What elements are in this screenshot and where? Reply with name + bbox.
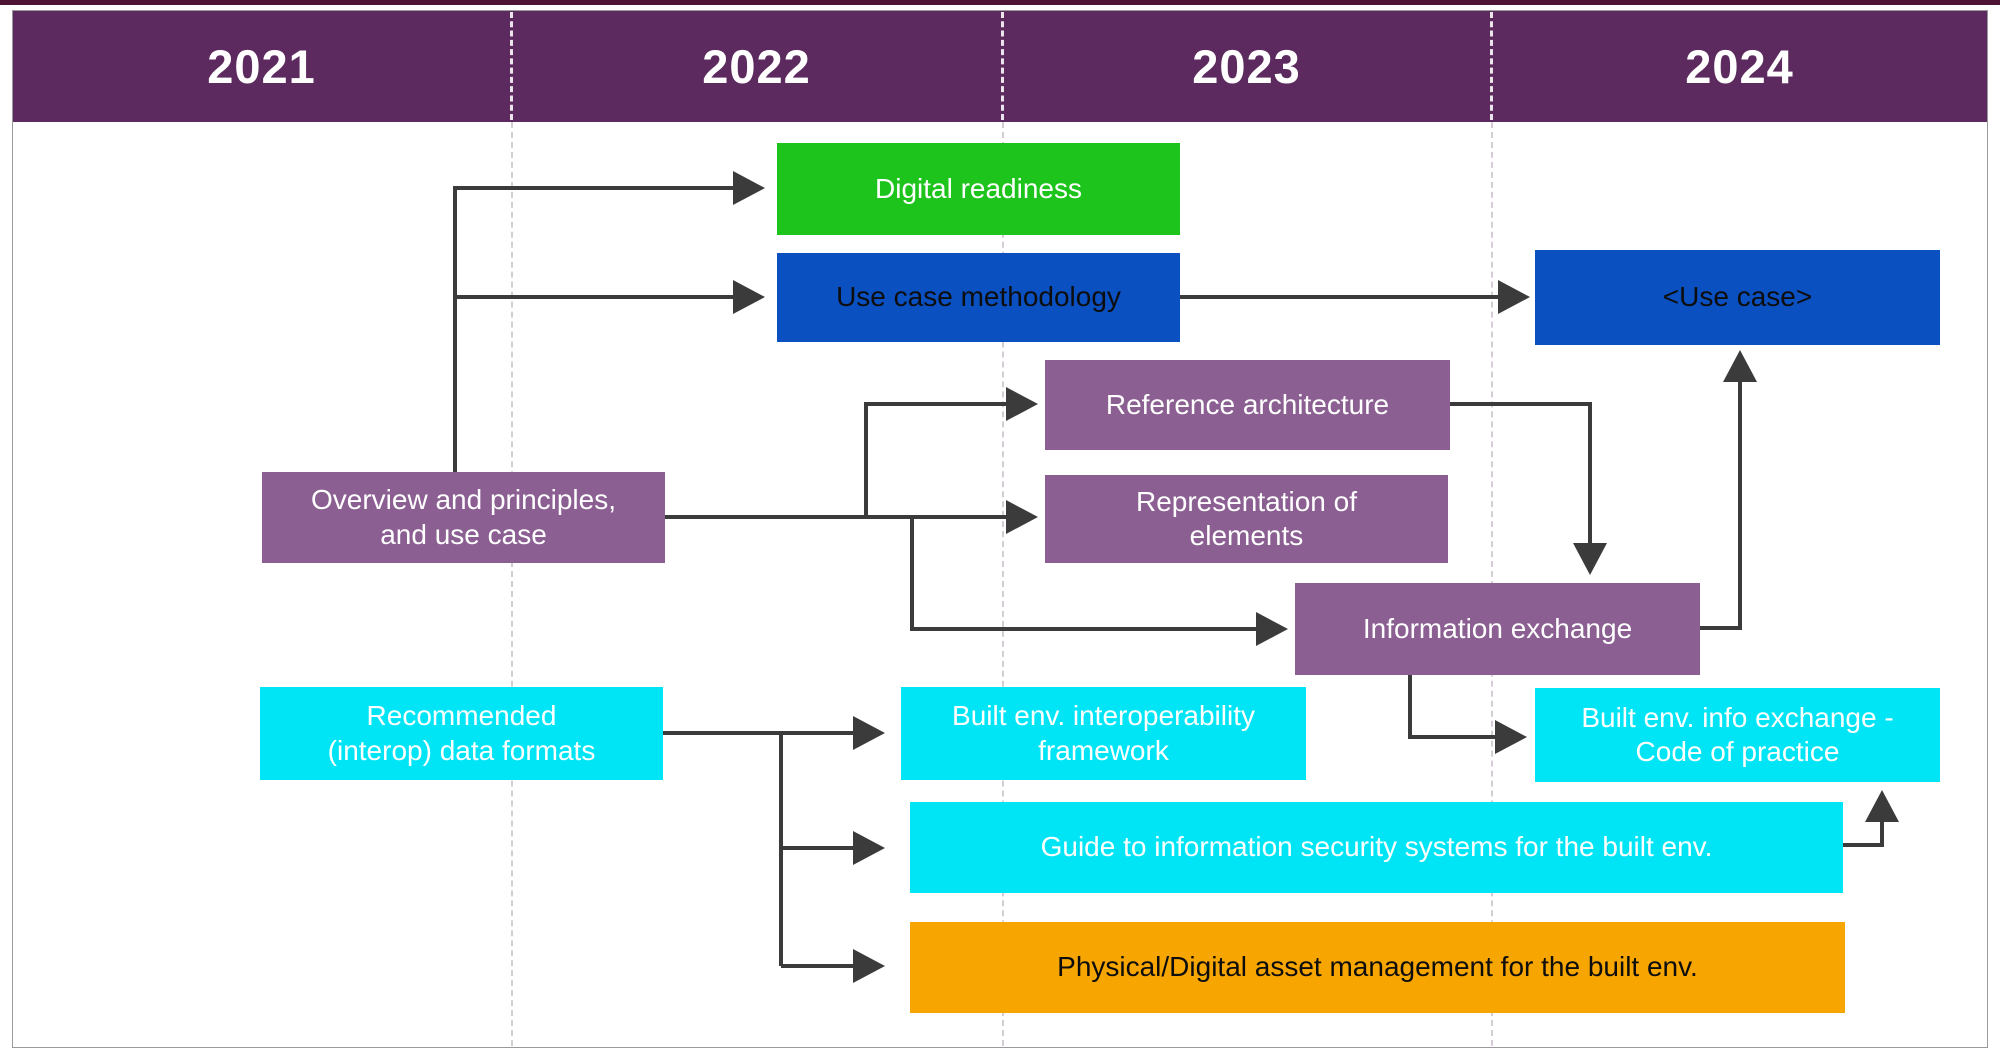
arrowhead — [1006, 500, 1038, 534]
node-label: Guide to information security systems fo… — [1040, 831, 1713, 863]
arrowhead — [853, 716, 885, 750]
node-digital-readiness: Digital readiness — [777, 143, 1180, 235]
arrow-overview-to-digital-readiness — [453, 186, 734, 472]
header-divider-2023-2024 — [1490, 12, 1493, 120]
node-use-case: <Use case> — [1535, 250, 1940, 345]
arrow-reference-to-information-exchange — [1450, 402, 1592, 543]
arrowhead — [853, 949, 885, 983]
arrowhead — [1495, 720, 1527, 754]
year-2021: 2021 — [207, 39, 316, 93]
year-2024: 2024 — [1685, 39, 1794, 93]
arrow-security-guide-to-cop — [1843, 822, 1884, 847]
node-label: Information exchange — [1362, 612, 1633, 644]
arrow-information-exchange-to-use-case — [1700, 382, 1742, 630]
diagram-frame — [12, 10, 1988, 1048]
node-representation-of-elements: Representation of elements — [1045, 475, 1448, 563]
node-information-exchange: Information exchange — [1295, 583, 1700, 675]
node-label: Use case methodology — [836, 281, 1121, 313]
node-recommended-data-formats: Recommended (interop) data formats — [260, 687, 663, 780]
timeline-header — [12, 10, 1988, 122]
arrowhead — [1865, 790, 1899, 822]
node-label: Reference architecture — [1105, 388, 1390, 420]
node-label: Digital readiness — [875, 172, 1082, 204]
arrowhead — [1006, 387, 1038, 421]
arrow-overview-to-information-exchange — [910, 517, 1256, 631]
node-label: Overview and principles, and use case — [310, 484, 617, 550]
node-label: Recommended (interop) data formats — [327, 700, 596, 766]
node-label: Built env. info exchange - Code of pract… — [1581, 701, 1894, 767]
body-divider-2022-2023 — [1002, 122, 1004, 1046]
arrowhead — [1573, 543, 1607, 575]
node-label: Built env. interoperability framework — [952, 700, 1255, 766]
arrowhead — [1256, 612, 1288, 646]
arrow-information-exchange-to-cop — [1408, 675, 1495, 739]
node-label: <Use case> — [1662, 281, 1813, 313]
year-2022: 2022 — [702, 39, 811, 93]
node-label: Representation of elements — [1135, 485, 1358, 551]
node-overview-and-principles: Overview and principles, and use case — [262, 472, 665, 563]
node-info-exchange-code-of-practice: Built env. info exchange - Code of pract… — [1535, 688, 1940, 782]
body-divider-2021-2022 — [511, 122, 513, 1046]
arrowhead — [853, 831, 885, 865]
header-divider-2022-2023 — [1001, 12, 1004, 120]
year-2023: 2023 — [1192, 39, 1301, 93]
node-interoperability-framework: Built env. interoperability framework — [901, 687, 1306, 780]
arrow-overview-to-reference-architecture — [864, 402, 1006, 517]
node-reference-architecture: Reference architecture — [1045, 360, 1450, 450]
node-use-case-methodology: Use case methodology — [777, 253, 1180, 342]
arrowhead — [1723, 350, 1757, 382]
arrowhead — [733, 280, 765, 314]
node-label: Physical/Digital asset management for th… — [1057, 951, 1698, 983]
arrowhead — [733, 171, 765, 205]
node-asset-management: Physical/Digital asset management for th… — [910, 922, 1845, 1013]
arrowhead — [1498, 280, 1530, 314]
node-information-security-guide: Guide to information security systems fo… — [910, 802, 1843, 893]
top-edge — [0, 0, 2000, 5]
header-divider-2021-2022 — [510, 12, 513, 120]
